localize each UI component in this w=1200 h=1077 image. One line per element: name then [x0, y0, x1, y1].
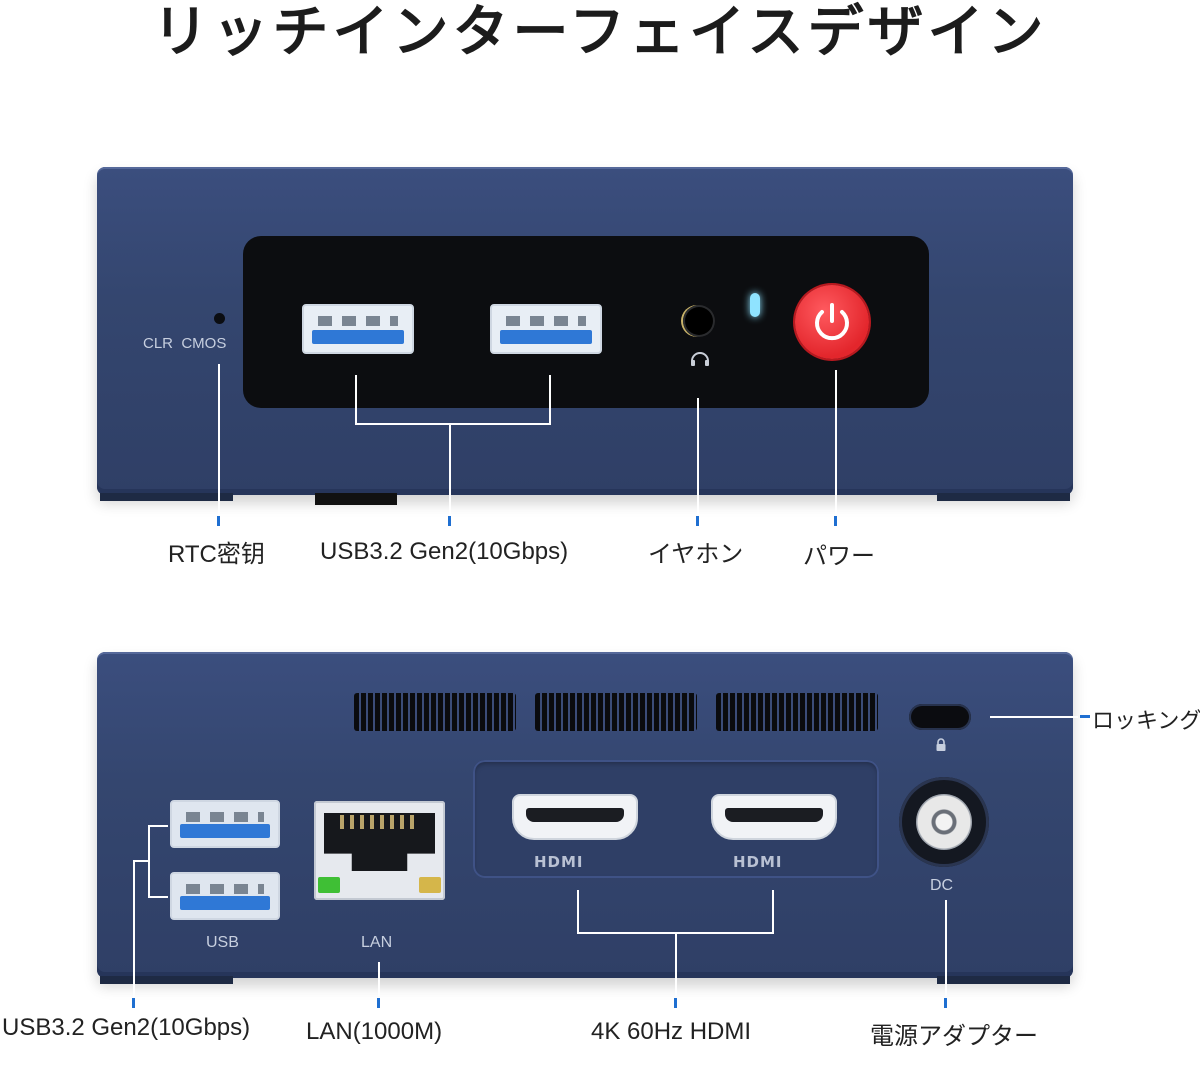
usb-tongue — [180, 824, 270, 838]
connector-line — [772, 890, 774, 934]
usb-pins — [506, 316, 586, 326]
front-foot-left — [100, 493, 233, 501]
connector-line — [148, 825, 168, 827]
callout-power-adapter: 電源アダプター — [870, 1023, 1038, 1050]
connector-line — [577, 890, 579, 934]
audio-jack — [683, 305, 715, 337]
connector-line — [835, 370, 837, 514]
kensington-lock-slot — [909, 704, 971, 730]
lan-pins — [340, 815, 419, 829]
callout-tick — [944, 998, 947, 1008]
callout-locking: ロッキング — [1092, 708, 1200, 733]
callout-lan: LAN(1000M) — [306, 1018, 443, 1045]
connector-line — [945, 900, 947, 996]
callout-earphone: イヤホン — [648, 541, 744, 568]
callout-hdmi: 4K 60Hz HDMI — [591, 1018, 752, 1045]
back-usb-port-2 — [170, 872, 280, 920]
usb-port-label: USB — [206, 934, 239, 951]
front-foot-right — [937, 493, 1070, 501]
callout-tick — [132, 998, 135, 1008]
callout-tick — [217, 516, 220, 526]
clr-cmos-hole — [214, 313, 225, 324]
connector-line — [675, 932, 677, 996]
back-foot-right — [937, 976, 1070, 984]
connector-line — [449, 423, 451, 515]
air-vent — [354, 693, 516, 731]
callout-tick — [674, 998, 677, 1008]
callout-tick — [448, 516, 451, 526]
connector-line — [990, 716, 1078, 718]
hdmi-slot — [725, 808, 823, 822]
dc-jack — [899, 777, 989, 867]
usb-tongue — [500, 330, 592, 344]
dc-jack-inner — [916, 794, 972, 850]
back-usb-port-1 — [170, 800, 280, 848]
usb-pins — [318, 316, 398, 326]
connector-line — [133, 860, 135, 997]
lan-led-green — [318, 877, 340, 893]
power-icon — [815, 303, 849, 341]
front-foot-center — [315, 493, 397, 505]
callout-tick — [696, 516, 699, 526]
front-usb-port-2 — [490, 304, 602, 354]
hdmi-port-2 — [711, 794, 837, 840]
callout-tick — [377, 998, 380, 1008]
power-button[interactable] — [795, 285, 869, 359]
headset-icon — [688, 347, 712, 369]
hdmi-port-1 — [512, 794, 638, 840]
air-vent — [716, 693, 878, 731]
air-vent — [535, 693, 697, 731]
callout-back-usb: USB3.2 Gen2(10Gbps) — [2, 1014, 251, 1041]
back-foot-left — [100, 976, 233, 984]
clr-cmos-label: CLR CMOS — [143, 335, 227, 352]
page-title: リッチインターフェイスデザイン — [152, 0, 1048, 65]
front-usb-port-1 — [302, 304, 414, 354]
callout-tick — [1080, 715, 1090, 718]
connector-line — [148, 825, 150, 898]
lock-icon — [935, 737, 947, 751]
hdmi-logo-1: HDMI — [534, 853, 584, 871]
connector-line — [355, 375, 357, 425]
connector-line — [133, 860, 149, 862]
lan-port — [314, 801, 445, 900]
connector-line — [378, 962, 380, 996]
status-led — [750, 293, 760, 317]
usb-tongue — [312, 330, 404, 344]
lan-port-label: LAN — [361, 934, 393, 951]
lan-led-yellow — [419, 877, 441, 893]
hdmi-slot — [526, 808, 624, 822]
callout-rtc: RTC密钥 — [168, 541, 265, 568]
connector-line — [148, 896, 168, 898]
callout-power: パワー — [803, 543, 875, 570]
usb-pins — [186, 812, 264, 822]
dc-label: DC — [930, 877, 954, 894]
connector-line — [355, 423, 551, 425]
connector-line — [549, 375, 551, 425]
usb-tongue — [180, 896, 270, 910]
connector-line — [697, 398, 699, 514]
connector-line — [218, 364, 220, 514]
callout-front-usb: USB3.2 Gen2(10Gbps) — [320, 538, 569, 565]
hdmi-logo-2: HDMI — [733, 853, 783, 871]
callout-tick — [834, 516, 837, 526]
usb-pins — [186, 884, 264, 894]
